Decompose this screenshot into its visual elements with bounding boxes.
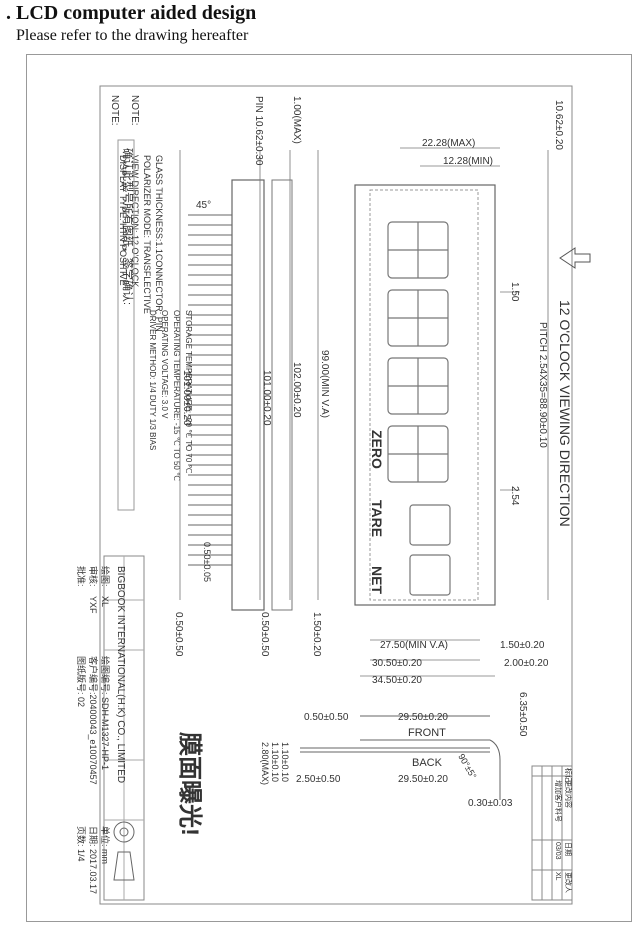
spec-1: DRIVER METHOD: 1/4 DUTY 1/3 BIAS (148, 310, 157, 450)
viewing-direction: 12 O'CLOCK VIEWING DIRECTION (557, 300, 573, 527)
dim-99-min: 99.00(MIN V.A) (319, 350, 330, 418)
svg-text:NOTE:: NOTE: (129, 95, 140, 126)
confirm-text: 确认此型号所有图纸，签字确认: (121, 148, 135, 305)
dim-30-50: 30.50±0.20 (372, 658, 422, 669)
rev-row1: 增加客户料号 (554, 780, 563, 822)
draw-label: 绘图: (100, 566, 111, 587)
company-name: BIGBOOK INTERNATIONAL(H.K) CO., LIMITED (115, 566, 126, 783)
dim-pin: PIN 10.62±0.30 (253, 96, 264, 166)
word-tare: TARE (369, 500, 385, 537)
dim-0-50-side: 0.50±0.50 (304, 712, 349, 723)
digit-group (387, 221, 451, 596)
note-line-4: GLASS THICKNESS:1.1CONNECTOR: PIN (154, 155, 164, 332)
dim-27-50: 27.50(MIN V.A) (380, 640, 448, 651)
date: 日期: 2017.03.17 (88, 826, 98, 894)
dim-101-b: 101.00±0.20 (261, 370, 272, 426)
dim-0-30: 0.30±0.03 (468, 798, 513, 809)
dim-101-a: 101.00±0.20 (181, 370, 192, 426)
check-value: YXF (88, 596, 98, 614)
page-number: 页数: 1/4 (76, 826, 87, 862)
note-heading: NOTE: (109, 95, 120, 126)
dim-1-50-020: 1.50±0.20 (500, 640, 545, 651)
drawing-frame (26, 54, 632, 922)
spec-2: OPERATING VOLTAGE: 3.0 V (160, 310, 169, 419)
revision-table (531, 765, 573, 901)
dim-pitch: PITCH 2.54X35=88.90±0.10 (537, 322, 548, 448)
dim-29-50-front: 29.50±0.20 (398, 712, 448, 723)
spec-4: STORAGE TEMPERATURE: -20 ℃ TO 70 ℃ (184, 310, 193, 474)
note-line-1: DISPLAY TYPE: HTN POSITIVE (118, 155, 128, 286)
rev-h2: 更改内容 (564, 780, 573, 808)
drawing-no: 绘图编号: SDH-M1327-HP-1 (100, 656, 111, 770)
rev-h3: 日期 (564, 842, 572, 856)
dim-45deg: 45° (196, 200, 211, 211)
exposure-warning: 膜面曝光! (176, 731, 203, 836)
dim-29-50-back: 29.50±0.20 (398, 774, 448, 785)
rev-row1-by: XL (554, 872, 561, 881)
viewing-area (369, 189, 479, 601)
word-zero: ZERO (369, 430, 385, 469)
dim-0-50-a: 0.50±0.50 (173, 612, 184, 657)
check-label: 审核: (88, 566, 99, 587)
dim-1-00-max: 1.00(MAX) (291, 96, 302, 144)
dim-0-50-b: 0.50±0.50 (259, 612, 270, 657)
title-block (103, 555, 145, 901)
dim-22-28-max: 22.28(MAX) (422, 138, 475, 149)
note-line-3: POLARIZER MODE: TRANSFLECTIVE (142, 155, 152, 314)
version: 图纸版号: 02 (76, 656, 87, 707)
dim-34-50: 34.50±0.20 (372, 675, 422, 686)
word-net: NET (369, 566, 385, 594)
dim-102: 102.00±0.20 (291, 362, 302, 418)
note-line-2: VIEW DIRECTION: 12 O'CLOCK (130, 155, 140, 287)
dim-1-50-b: 1.50±0.20 (311, 612, 322, 657)
dim-2-80-max: 2.80(MAX) (260, 742, 270, 785)
pin-row (188, 214, 232, 566)
page-subtitle: Please refer to the drawing hereafter (16, 27, 249, 44)
rev-h1: 标记 (564, 768, 573, 782)
dim-1-50: 1.50 (509, 282, 520, 302)
dim-2-00: 2.00±0.20 (504, 658, 549, 669)
spec-3: OPERATING TEMPERATURE: -15 ℃ TO 50 ℃ (172, 310, 181, 481)
side-view (300, 715, 501, 800)
dim-2-50: 2.50±0.50 (296, 774, 341, 785)
projection-symbol-icon (113, 821, 135, 881)
page-title: . LCD computer aided design (6, 2, 257, 24)
unit: 单位: mm (100, 826, 111, 864)
dim-0-50-005: 0.50±0.05 (202, 542, 212, 582)
rev-h4: 更改人 (564, 872, 573, 893)
dim-6-35: 6.35±0.50 (517, 692, 528, 737)
dim-10-62: 10.62±0.20 (553, 100, 564, 150)
dim-1-10-b: 1.10±0.10 (270, 742, 280, 782)
dim-12-28-min: 12.28(MIN) (443, 156, 493, 167)
label-back: BACK (412, 757, 443, 769)
customer-no: 客户编号:20400043_e10070457 (88, 656, 99, 785)
lcd-panel (354, 184, 496, 606)
glass-rear (231, 179, 265, 611)
dim-2-54: 2.54 (509, 486, 520, 506)
dim-90deg: 90°±5° (456, 752, 478, 781)
dim-1-10-a: 1.10±0.10 (280, 742, 290, 782)
draw-value: XL (100, 596, 110, 607)
approve-label: 批准: (76, 566, 87, 587)
rev-row1-date: 03/03 (554, 842, 561, 860)
label-front: FRONT (408, 727, 446, 739)
direction-arrow-icon (559, 247, 591, 269)
